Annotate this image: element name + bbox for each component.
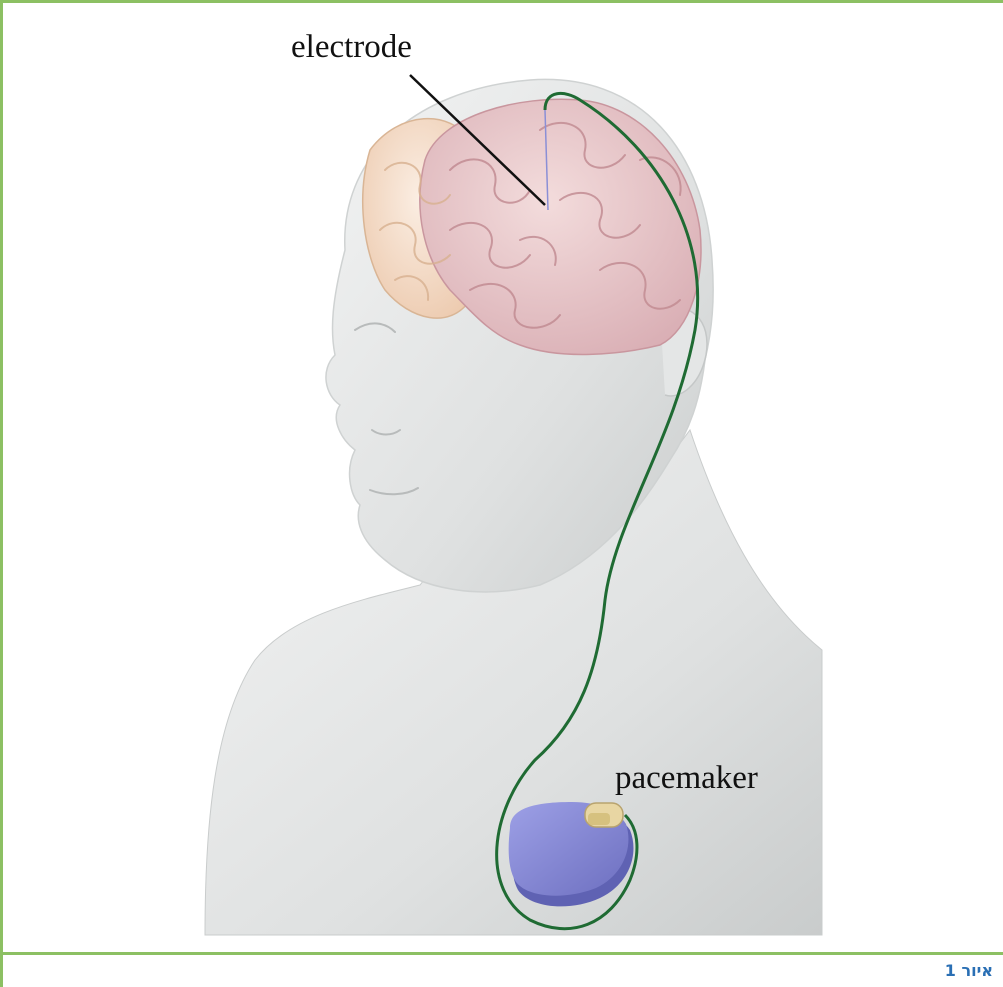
figure-caption: איור 1 xyxy=(945,961,993,980)
pacemaker-label: pacemaker xyxy=(615,762,758,795)
electrode-label: electrode xyxy=(291,31,412,64)
